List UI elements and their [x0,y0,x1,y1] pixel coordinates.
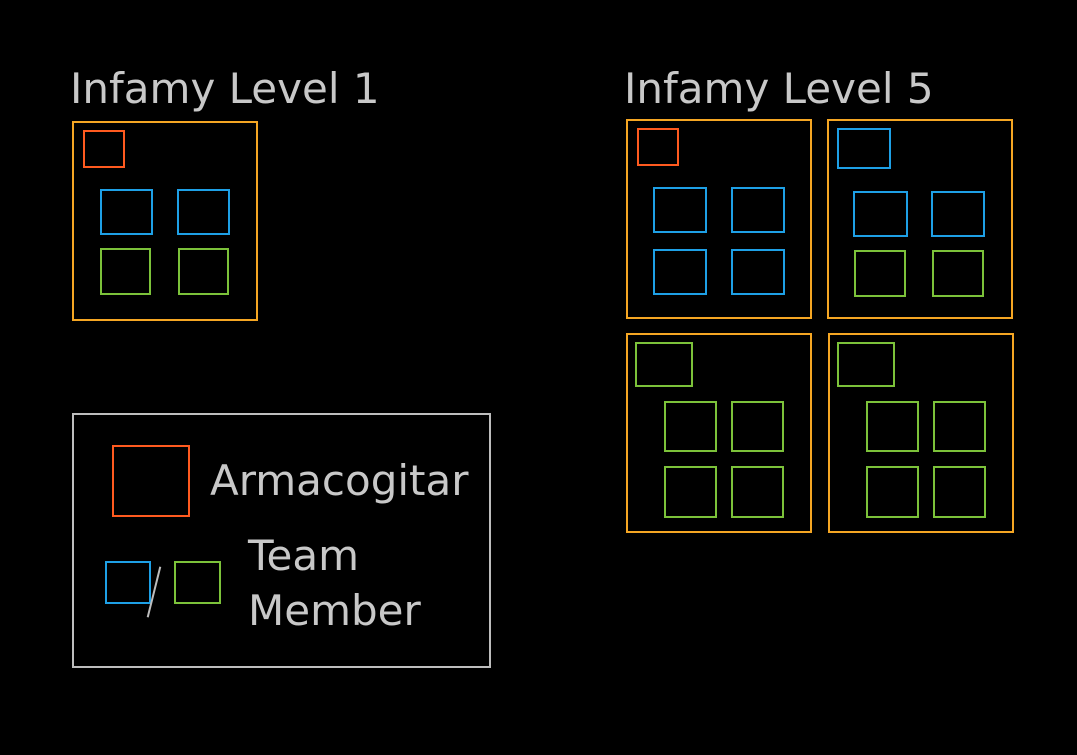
level1-member-box [100,248,151,295]
level5-member-box [653,249,707,295]
level5-member-box [731,401,784,452]
level5-lead-box [837,342,895,387]
legend-armacogitar-label: Armacogitar [210,456,469,505]
level1-member-box [177,189,230,235]
level5-group-3 [626,333,812,533]
level5-member-box [866,466,919,518]
level5-group-4 [828,333,1014,533]
level5-member-box [853,191,908,237]
level5-member-box [866,401,919,452]
legend-team-label-line2: Member [248,586,421,635]
level5-member-box [653,187,707,233]
level5-member-box [664,466,717,518]
level5-member-box [932,250,984,297]
infamy-level-5-title: Infamy Level 5 [624,64,934,113]
level1-member-box [178,248,229,295]
level5-member-box [731,249,785,295]
level5-lead-box [837,128,891,169]
level5-group-2 [827,119,1013,319]
level1-armacogitar-box [83,130,125,168]
legend [72,413,491,668]
legend-armacogitar-swatch [112,445,190,517]
level1-member-box [100,189,153,235]
level5-member-box [664,401,717,452]
legend-team-blue-swatch [105,561,151,604]
level5-member-box [731,466,784,518]
level5-member-box [933,466,986,518]
level5-member-box [854,250,906,297]
level5-armacogitar-box [637,128,679,166]
level5-group-1 [626,119,812,319]
level5-member-box [931,191,985,237]
legend-team-green-swatch [174,561,221,604]
level1-group [72,121,258,321]
level5-lead-box [635,342,693,387]
legend-team-label-line1: Team [248,531,360,580]
infamy-level-1-title: Infamy Level 1 [70,64,380,113]
level5-member-box [933,401,986,452]
level5-member-box [731,187,785,233]
